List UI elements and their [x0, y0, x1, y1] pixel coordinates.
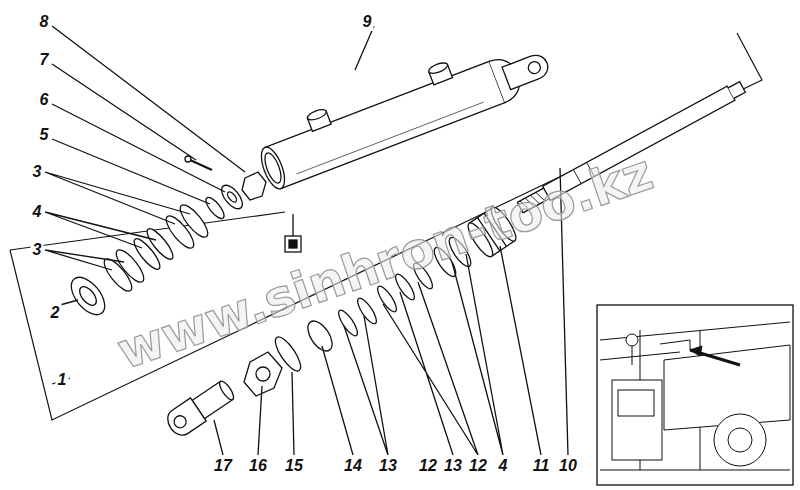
callout-number: 2 — [49, 304, 62, 322]
watermark: www.sinhron-too.kz — [111, 147, 658, 377]
callout-number: 3 — [31, 241, 44, 259]
callout-number: 10 — [557, 457, 579, 475]
callout-number: 9 — [361, 13, 374, 31]
callout-number: 1 — [56, 371, 69, 389]
callout-number: 8 — [38, 13, 51, 31]
callout-number: 3 — [31, 163, 44, 181]
callout-number: 14 — [342, 457, 364, 475]
callout-number: 4 — [497, 457, 510, 475]
callout-number: 11 — [531, 457, 552, 475]
callout-number: 13 — [377, 457, 399, 475]
callout-number: 5 — [38, 126, 51, 144]
callout-number: 17 — [212, 457, 234, 475]
callout-number: 16 — [247, 457, 269, 475]
callout-number: 6 — [38, 91, 51, 109]
callout-number: 4 — [31, 203, 44, 221]
callout-number: 7 — [38, 51, 51, 69]
callout-number: 15 — [283, 457, 305, 475]
callout-number: 12 — [417, 457, 439, 475]
callout-number: 13 — [442, 457, 464, 475]
callout-number: 12 — [467, 457, 489, 475]
